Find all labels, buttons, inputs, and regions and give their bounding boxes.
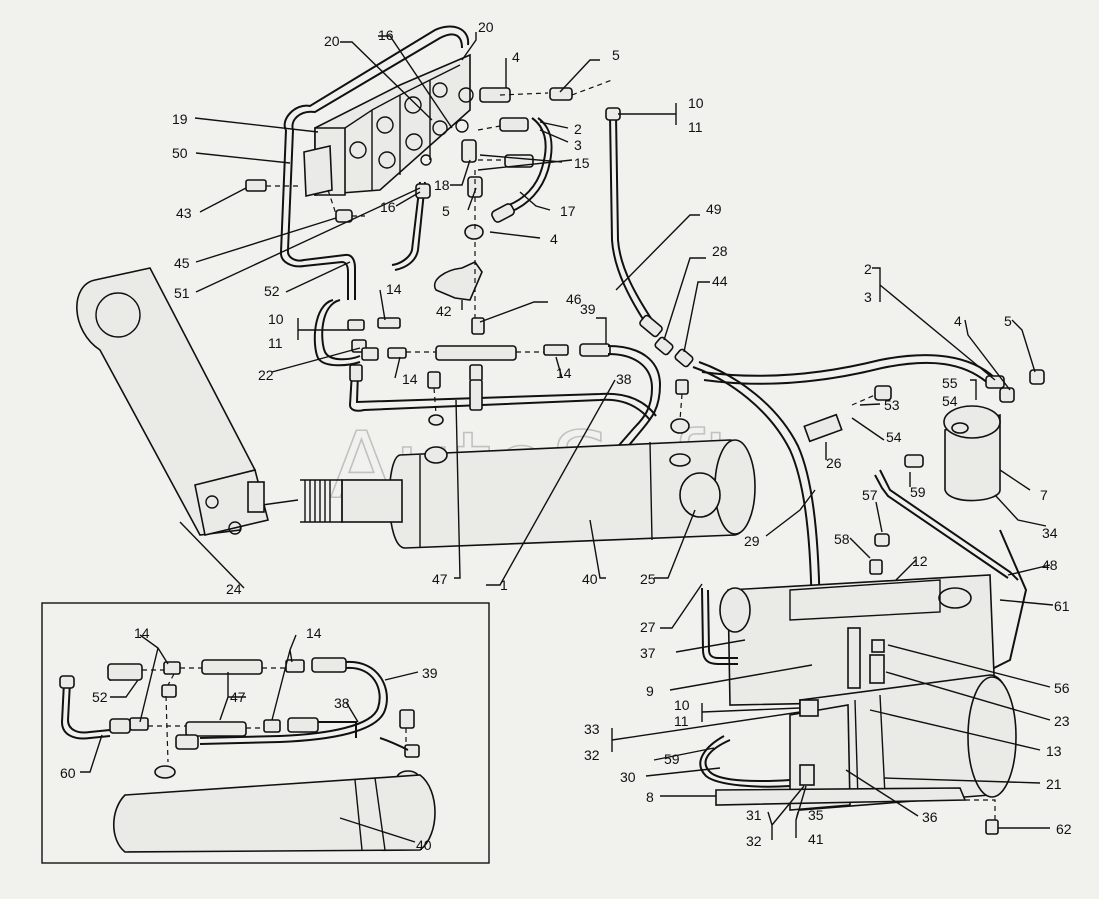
- callout-34: 34: [1042, 525, 1058, 541]
- leader-lines: [80, 32, 1054, 843]
- callout-47: 47: [230, 689, 246, 705]
- callout-7: 7: [1040, 487, 1048, 503]
- callout-39: 39: [422, 665, 438, 681]
- callout-20: 20: [478, 19, 494, 35]
- callout-50: 50: [172, 145, 188, 161]
- callout-39: 39: [580, 301, 596, 317]
- callout-40: 40: [582, 571, 598, 587]
- callout-10: 10: [674, 697, 690, 713]
- callout-15: 15: [574, 155, 590, 171]
- callout-62: 62: [1056, 821, 1072, 837]
- hydraulic-cylinder: [300, 439, 756, 549]
- callout-26: 26: [826, 455, 842, 471]
- callout-21: 21: [1046, 776, 1062, 792]
- callout-1: 1: [500, 577, 508, 593]
- control-valve-block: [303, 53, 474, 197]
- callout-2: 2: [574, 121, 582, 137]
- callout-10: 10: [268, 311, 284, 327]
- callout-24: 24: [226, 581, 242, 597]
- callout-27: 27: [640, 619, 656, 635]
- callout-41: 41: [808, 831, 824, 847]
- callout-51: 51: [174, 285, 190, 301]
- callout-54: 54: [886, 429, 902, 445]
- callout-17: 17: [560, 203, 576, 219]
- callout-38: 38: [334, 695, 350, 711]
- callout-5: 5: [1004, 313, 1012, 329]
- callout-5: 5: [612, 47, 620, 63]
- callout-30: 30: [620, 769, 636, 785]
- callout-14: 14: [386, 281, 402, 297]
- callout-31: 31: [746, 807, 762, 823]
- callout-29: 29: [744, 533, 760, 549]
- callout-2: 2: [864, 261, 872, 277]
- callout-42: 42: [436, 303, 452, 319]
- callout-22: 22: [258, 367, 274, 383]
- callout-14: 14: [556, 365, 572, 381]
- callout-16: 16: [380, 199, 396, 215]
- callout-4: 4: [512, 49, 520, 65]
- callout-52: 52: [92, 689, 108, 705]
- callout-56: 56: [1054, 680, 1070, 696]
- callout-16: 16: [378, 27, 394, 43]
- callout-55: 55: [942, 375, 958, 391]
- pump-motor: [715, 674, 1017, 835]
- callout-46: 46: [566, 291, 582, 307]
- callout-53: 53: [884, 397, 900, 413]
- callout-3: 3: [864, 289, 872, 305]
- callout-9: 9: [646, 683, 654, 699]
- callout-12: 12: [912, 553, 928, 569]
- callout-57: 57: [862, 487, 878, 503]
- callout-4: 4: [550, 231, 558, 247]
- callout-labels: 20 16 20 4 5 10 11 19 2 3 50 15 18 43 16…: [60, 19, 1072, 853]
- callout-10: 10: [688, 95, 704, 111]
- callout-32: 32: [746, 833, 762, 849]
- callout-54: 54: [942, 393, 958, 409]
- filter-7: [943, 369, 1045, 502]
- clevis-24: [76, 267, 269, 536]
- callout-32: 32: [584, 747, 600, 763]
- callout-49: 49: [706, 201, 722, 217]
- callout-43: 43: [176, 205, 192, 221]
- callout-13: 13: [1046, 743, 1062, 759]
- callout-59: 59: [910, 484, 926, 500]
- callout-45: 45: [174, 255, 190, 271]
- inset-detail-box: [41, 602, 490, 864]
- callout-28: 28: [712, 243, 728, 259]
- callout-23: 23: [1054, 713, 1070, 729]
- callout-11: 11: [674, 713, 689, 729]
- callout-19: 19: [172, 111, 188, 127]
- callout-58: 58: [834, 531, 850, 547]
- callout-52: 52: [264, 283, 280, 299]
- manifold-47: [435, 345, 517, 361]
- callout-3: 3: [574, 137, 582, 153]
- callout-4: 4: [954, 313, 962, 329]
- callout-48: 48: [1042, 557, 1058, 573]
- callout-47: 47: [432, 571, 448, 587]
- callout-61: 61: [1054, 598, 1070, 614]
- callout-14: 14: [402, 371, 418, 387]
- callout-11: 11: [268, 335, 283, 351]
- callout-37: 37: [640, 645, 656, 661]
- callout-35: 35: [808, 807, 824, 823]
- callout-44: 44: [712, 273, 728, 289]
- callout-14: 14: [306, 625, 322, 641]
- callout-25: 25: [640, 571, 656, 587]
- callout-36: 36: [922, 809, 938, 825]
- callout-33: 33: [584, 721, 600, 737]
- callout-60: 60: [60, 765, 76, 781]
- callout-5: 5: [442, 203, 450, 219]
- inset-assembly: [59, 657, 436, 853]
- callout-59: 59: [664, 751, 680, 767]
- callout-8: 8: [646, 789, 654, 805]
- callout-11: 11: [688, 119, 703, 135]
- callout-20: 20: [324, 33, 340, 49]
- callout-18: 18: [434, 177, 450, 193]
- callout-14: 14: [134, 625, 150, 641]
- callout-38: 38: [616, 371, 632, 387]
- oil-tank: [719, 533, 996, 706]
- callout-40: 40: [416, 837, 432, 853]
